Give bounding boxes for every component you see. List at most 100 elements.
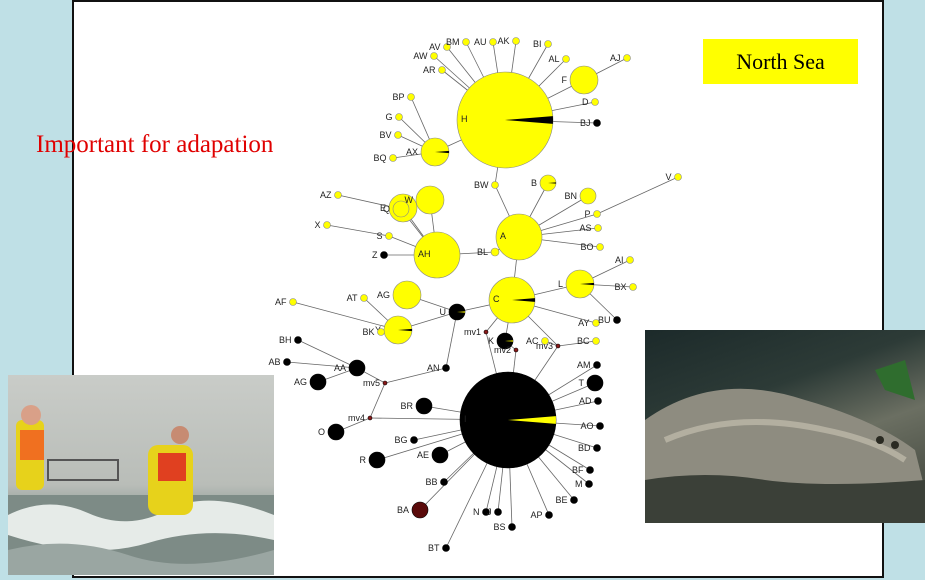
haplotype-node-ad: AD: [579, 396, 602, 406]
haplotype-node-ac: AC: [526, 336, 549, 346]
svg-text:AK: AK: [497, 36, 509, 46]
haplotype-node-i: I: [459, 371, 557, 469]
svg-text:B: B: [531, 178, 537, 188]
haplotype-node-mv5: mv5: [363, 378, 388, 388]
haplotype-node-bw: BW: [474, 180, 499, 190]
edge-mv3-BC: [557, 340, 597, 347]
haplotype-node-p: P: [584, 209, 601, 219]
svg-text:AP: AP: [530, 510, 542, 520]
svg-text:BL: BL: [477, 247, 488, 257]
svg-text:AU: AU: [474, 37, 487, 47]
svg-text:BU: BU: [598, 315, 611, 325]
svg-text:L: L: [558, 279, 563, 289]
svg-text:AA: AA: [334, 363, 346, 373]
haplotype-node-r: R: [360, 451, 386, 469]
edge-AN-mv5: [384, 367, 447, 384]
haplotype-node-ab: AB: [268, 357, 291, 367]
haplotype-node-ag2: AG: [294, 373, 327, 391]
svg-text:V: V: [665, 172, 671, 182]
network-nodes: HIACAHLFAGYAXEWBBNQBLUKAABRAEROAGBAAVAWA…: [268, 36, 682, 553]
svg-text:AV: AV: [429, 42, 440, 52]
haplotype-node-u: U: [440, 303, 466, 321]
svg-text:J: J: [487, 507, 492, 517]
haplotype-node-s: S: [376, 231, 393, 241]
svg-text:AG: AG: [377, 290, 390, 300]
svg-text:D: D: [582, 97, 589, 107]
svg-text:BE: BE: [555, 495, 567, 505]
svg-text:AB: AB: [268, 357, 280, 367]
haplotype-node-bl: BL: [477, 247, 500, 257]
svg-text:M: M: [575, 479, 583, 489]
svg-text:AN: AN: [427, 363, 440, 373]
svg-text:R: R: [360, 455, 367, 465]
haplotype-node-a: A: [495, 213, 543, 261]
svg-text:BD: BD: [578, 443, 591, 453]
svg-text:AW: AW: [413, 51, 428, 61]
haplotype-node-ae: AE: [417, 446, 449, 464]
haplotype-node-az: AZ: [320, 190, 342, 200]
svg-text:AS: AS: [579, 223, 591, 233]
svg-text:AE: AE: [417, 450, 429, 460]
haplotype-node-h: H: [456, 71, 554, 169]
svg-text:AJ: AJ: [610, 53, 621, 63]
svg-text:AM: AM: [577, 360, 591, 370]
haplotype-node-bo: BO: [580, 242, 604, 252]
svg-text:BR: BR: [400, 401, 413, 411]
svg-text:BC: BC: [577, 336, 590, 346]
haplotype-node-bm: BM: [446, 37, 470, 47]
haplotype-node-f: F: [562, 65, 599, 95]
haplotype-node-an: AN: [427, 363, 450, 373]
haplotype-node-m: M: [575, 479, 593, 489]
haplotype-node-bn: BN: [564, 187, 597, 205]
svg-text:E: E: [380, 203, 386, 213]
haplotype-node-k: K: [488, 332, 514, 350]
haplotype-node-aa: AA: [334, 359, 366, 377]
haplotype-node-bd: BD: [578, 443, 601, 453]
haplotype-node-bv: BV: [379, 130, 402, 140]
svg-text:mv5: mv5: [363, 378, 380, 388]
svg-text:BF: BF: [572, 465, 584, 475]
adaptation-note: Important for adapation: [36, 131, 274, 158]
haplotype-node-w: W: [405, 185, 445, 215]
haplotype-node-o: O: [318, 423, 345, 441]
svg-text:AC: AC: [526, 336, 539, 346]
photo-flatfish-on-seabed: [645, 330, 925, 523]
svg-text:N: N: [473, 507, 480, 517]
haplotype-node-bb: BB: [425, 477, 448, 487]
haplotype-node-ai: AI: [615, 255, 634, 265]
svg-text:AD: AD: [579, 396, 592, 406]
haplotype-node-bj: BJ: [580, 118, 601, 128]
haplotype-node-ba: BA: [397, 501, 429, 519]
haplotype-node-ag: AG: [377, 280, 422, 310]
haplotype-node-bt: BT: [428, 543, 450, 553]
svg-text:mv1: mv1: [464, 327, 481, 337]
svg-text:mv4: mv4: [348, 413, 365, 423]
haplotype-node-ay: AY: [578, 318, 600, 328]
svg-text:X: X: [314, 220, 320, 230]
svg-text:O: O: [318, 427, 325, 437]
haplotype-node-am: AM: [577, 360, 601, 370]
haplotype-node-bx: BX: [614, 282, 637, 292]
svg-text:BP: BP: [392, 92, 404, 102]
haplotype-node-ak: AK: [497, 36, 520, 46]
haplotype-node-af: AF: [275, 297, 297, 307]
svg-text:BA: BA: [397, 505, 409, 515]
svg-text:AF: AF: [275, 297, 287, 307]
haplotype-node-l: L: [558, 269, 595, 299]
haplotype-node-n: N: [473, 507, 490, 517]
haplotype-node-q: Q: [383, 200, 410, 218]
haplotype-node-bc: BC: [577, 336, 600, 346]
svg-text:BX: BX: [614, 282, 626, 292]
svg-text:H: H: [461, 114, 468, 124]
haplotype-node-j: J: [487, 507, 502, 517]
edge-AA-AB: [286, 361, 358, 369]
edge-mv5-mv4: [369, 382, 386, 419]
svg-text:mv3: mv3: [536, 341, 553, 351]
svg-text:F: F: [562, 75, 568, 85]
haplotype-node-v: V: [665, 172, 682, 182]
haplotype-node-mv1: mv1: [464, 327, 489, 337]
haplotype-node-mv2: mv2: [494, 345, 519, 355]
svg-text:BB: BB: [425, 477, 437, 487]
haplotype-node-z: Z: [372, 250, 388, 260]
photo-fishermen-in-surf: [8, 375, 274, 575]
